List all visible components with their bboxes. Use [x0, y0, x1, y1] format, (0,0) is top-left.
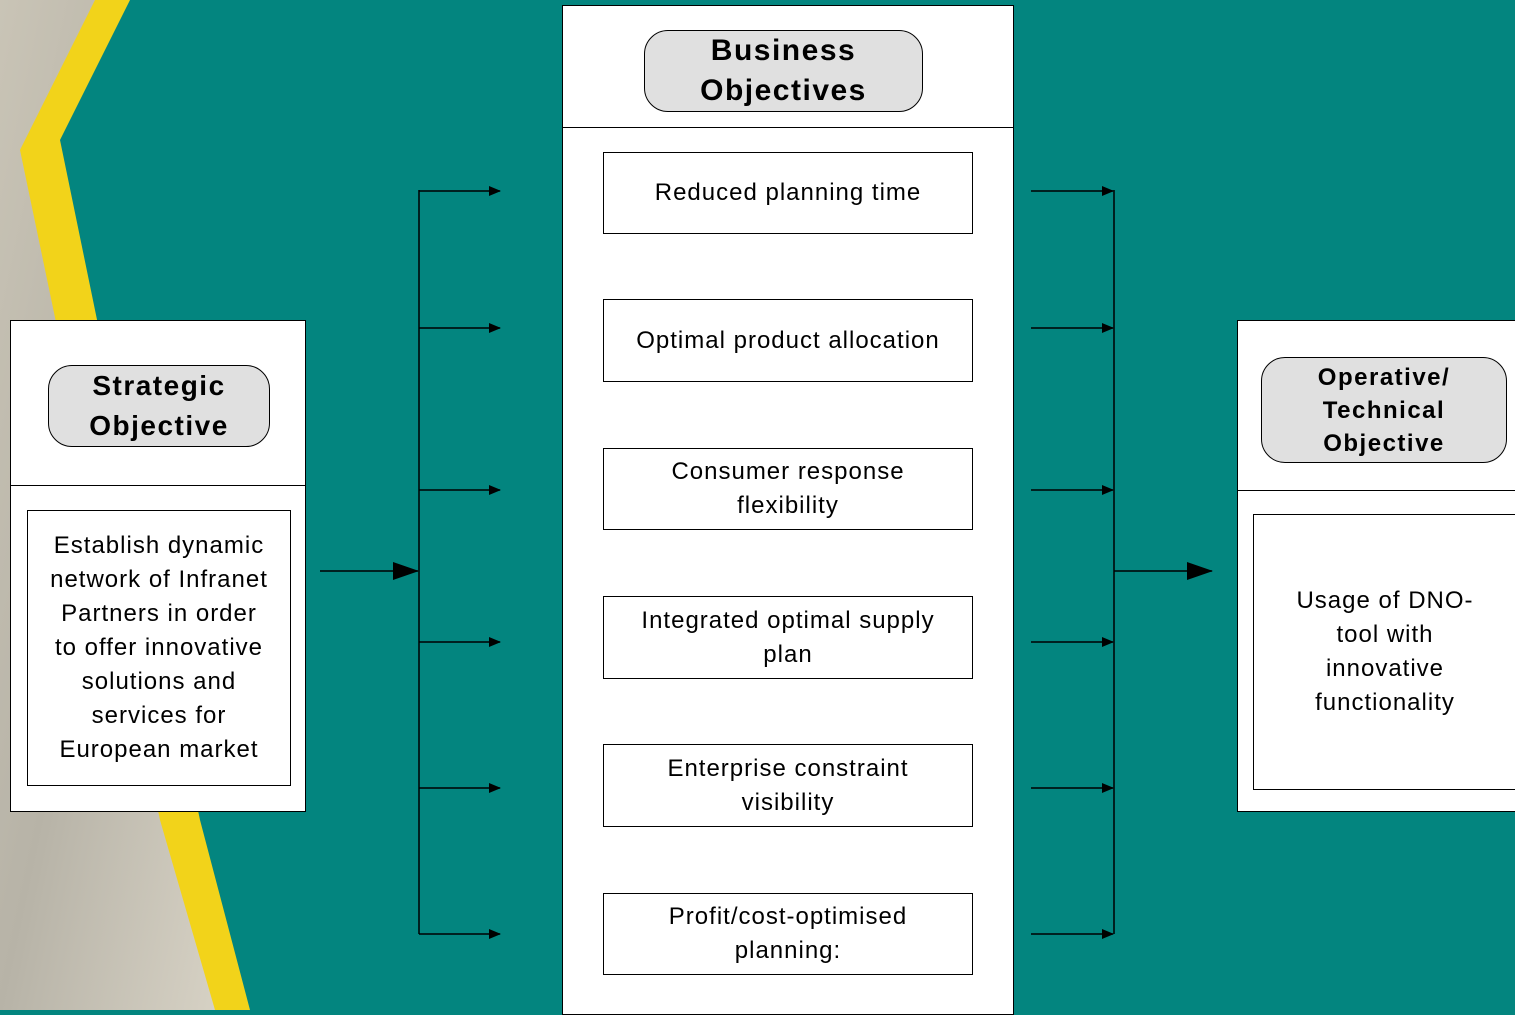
business-objective-item: Reduced planning time [603, 152, 973, 234]
business-objective-item: Integrated optimal supply plan [603, 596, 973, 679]
business-objectives-panel: Business Objectives Reduced planning tim… [562, 5, 1014, 1015]
strategic-objective-title: Strategic Objective [48, 365, 270, 447]
business-objective-item: Enterprise constraint visibility [603, 744, 973, 827]
operative-objective-text: Usage of DNO- tool with innovative funct… [1253, 514, 1515, 790]
business-objective-item: Profit/cost-optimised planning: [603, 893, 973, 975]
panel-divider [563, 127, 1013, 128]
strategic-objective-panel: Strategic Objective Establish dynamic ne… [10, 320, 306, 812]
business-objective-item: Consumer response flexibility [603, 448, 973, 530]
operative-objective-title: Operative/ Technical Objective [1261, 357, 1507, 463]
business-objective-item: Optimal product allocation [603, 299, 973, 382]
strategic-objective-text: Establish dynamic network of Infranet Pa… [27, 510, 291, 786]
panel-divider [11, 485, 305, 486]
business-objectives-title: Business Objectives [644, 30, 923, 112]
panel-divider [1238, 490, 1515, 491]
operative-objective-panel: Operative/ Technical Objective Usage of … [1237, 320, 1515, 812]
